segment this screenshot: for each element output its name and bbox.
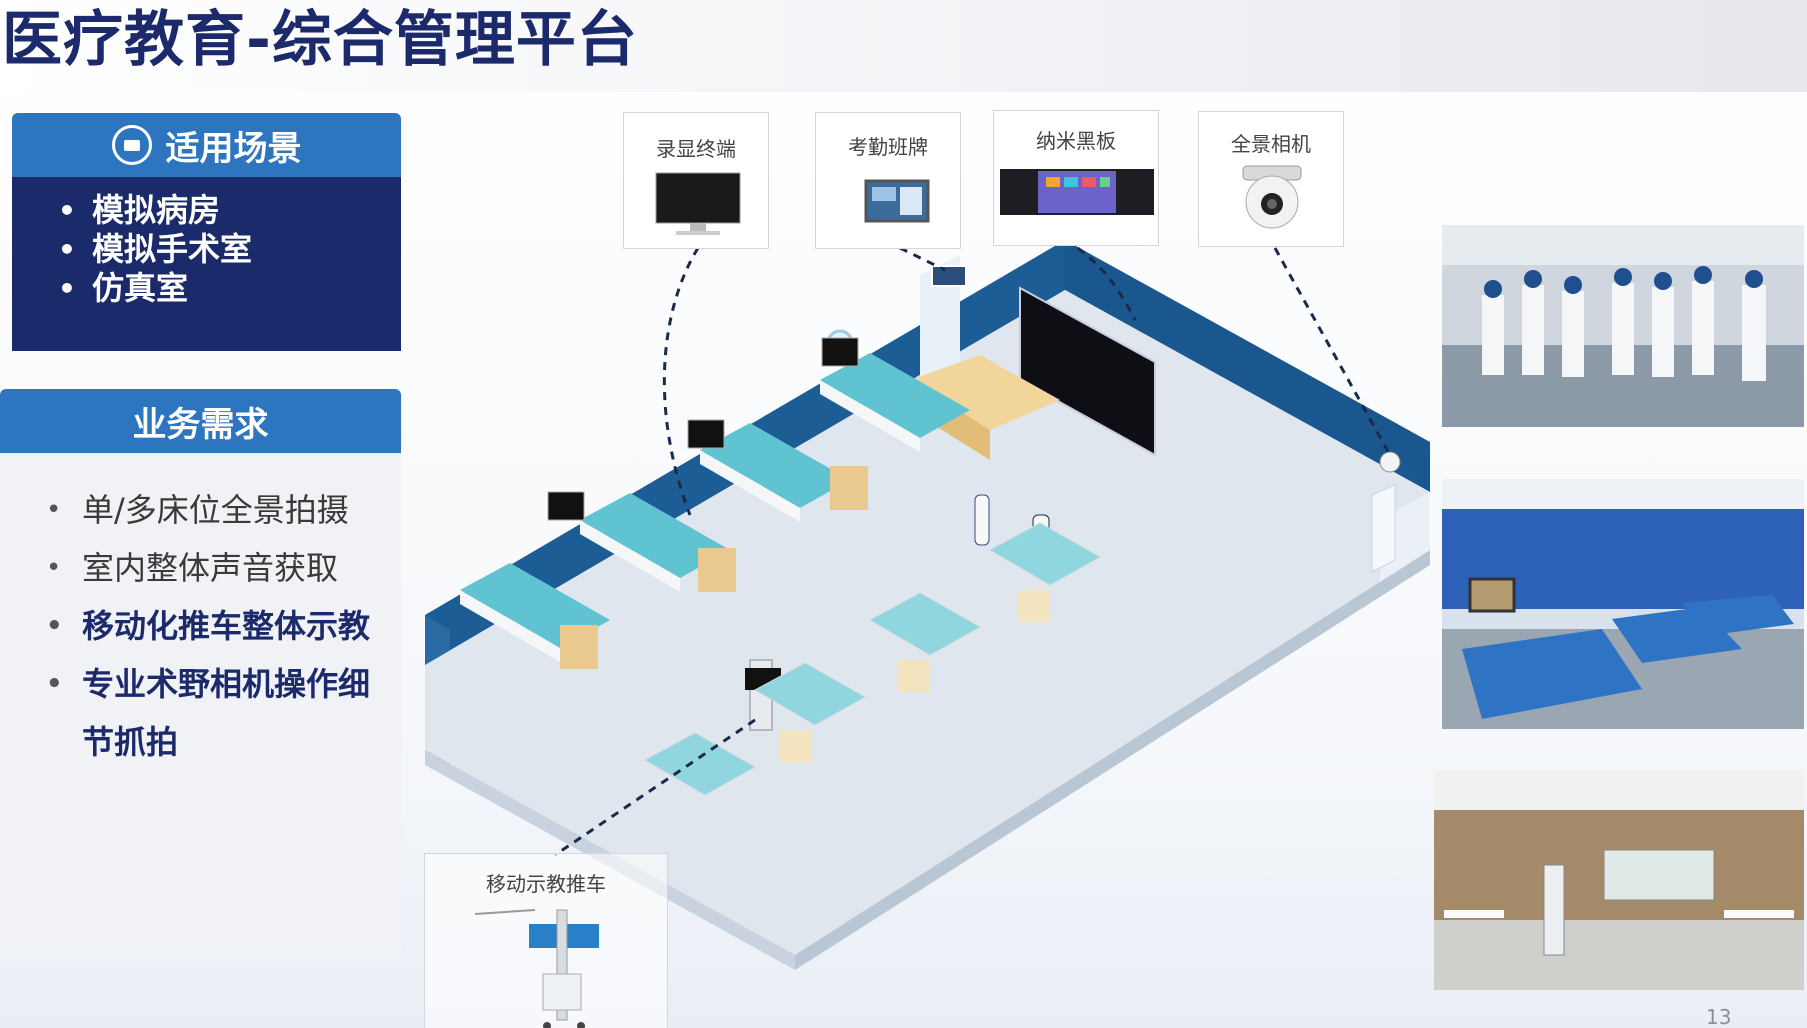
floor-edge-right bbox=[795, 550, 1430, 970]
photo-training-crowd bbox=[1442, 225, 1804, 427]
stool-box bbox=[780, 730, 812, 762]
photo-image bbox=[1442, 225, 1804, 427]
photo-image bbox=[1434, 770, 1804, 990]
wall-monitor bbox=[547, 491, 585, 521]
need-item: 室内整体声音获取 bbox=[46, 539, 382, 597]
connection-lines bbox=[554, 238, 1392, 857]
bed-frame bbox=[580, 520, 680, 592]
link-board bbox=[1064, 238, 1137, 321]
bed-frame bbox=[820, 380, 920, 452]
scenario-list: 模拟病房 模拟手术室 仿真室 bbox=[58, 191, 252, 308]
device-attendance-box: 考勤班牌 bbox=[815, 112, 961, 249]
device-label: 录显终端 bbox=[656, 137, 736, 161]
needs-heading: 业务需求 bbox=[132, 404, 269, 445]
monitor-icon bbox=[655, 172, 741, 235]
nightstand bbox=[698, 548, 736, 592]
device-camera-box: 全景相机 bbox=[1198, 111, 1344, 247]
cart-icon bbox=[474, 909, 599, 1028]
device-label: 移动示教推车 bbox=[486, 872, 606, 896]
scenario-panel: 模拟病房 模拟手术室 仿真室 bbox=[12, 177, 401, 351]
device-label: 考勤班牌 bbox=[848, 135, 928, 159]
bed-frame bbox=[460, 590, 560, 662]
need-item: 单/多床位全景拍摄 bbox=[46, 481, 382, 539]
attendance-screen bbox=[931, 265, 967, 287]
station bbox=[868, 592, 982, 656]
person bbox=[974, 494, 990, 546]
needs-list: 单/多床位全景拍摄 室内整体声音获取 移动化推车整体示教 专业术野相机操作细节抓… bbox=[46, 481, 382, 771]
page-title: 医疗教育-综合管理平台 bbox=[2, 5, 638, 75]
station bbox=[643, 732, 757, 796]
cabinet bbox=[1371, 484, 1396, 573]
link-monitor bbox=[662, 247, 700, 516]
nightstand bbox=[560, 625, 598, 669]
screen-icon bbox=[111, 125, 152, 165]
bed bbox=[700, 423, 850, 508]
nano-board-screen bbox=[1019, 286, 1156, 457]
need-item: 移动化推车整体示教 bbox=[46, 597, 382, 655]
door bbox=[920, 255, 960, 392]
classroom-illustration bbox=[425, 238, 1430, 970]
scenario-item: 模拟手术室 bbox=[58, 230, 252, 269]
scenario-item: 模拟病房 bbox=[58, 191, 252, 230]
photo-image bbox=[1442, 479, 1804, 729]
wall-monitor bbox=[821, 337, 859, 367]
photo-simulation-room bbox=[1434, 770, 1804, 990]
title-bar: 医疗教育-综合管理平台 bbox=[0, 0, 1807, 92]
wall-monitor bbox=[687, 419, 725, 449]
surgery-stations bbox=[643, 522, 1102, 796]
link-camera bbox=[1273, 247, 1392, 456]
nano-board-icon bbox=[1000, 169, 1154, 215]
device-cart-box: 移动示教推车 bbox=[424, 853, 668, 1028]
camera-icon bbox=[1242, 165, 1302, 229]
table-top bbox=[910, 355, 1060, 430]
back-wall-right bbox=[1065, 240, 1430, 492]
need-item: 专业术野相机操作细节抓拍 bbox=[46, 655, 382, 771]
device-monitor-box: 录显终端 bbox=[623, 112, 769, 249]
attendance-icon bbox=[864, 179, 930, 223]
page-number: 13 bbox=[1706, 1005, 1732, 1028]
stool-box bbox=[898, 660, 930, 692]
needs-header: 业务需求 bbox=[0, 389, 401, 453]
stool-box bbox=[1018, 590, 1050, 622]
needs-panel: 单/多床位全景拍摄 室内整体声音获取 移动化推车整体示教 专业术野相机操作细节抓… bbox=[0, 453, 401, 958]
link-cart bbox=[554, 718, 756, 857]
photo-operating-room bbox=[1442, 479, 1804, 729]
device-label: 全景相机 bbox=[1231, 132, 1311, 156]
scenario-item: 仿真室 bbox=[58, 269, 252, 308]
device-board-box: 纳米黑板 bbox=[993, 110, 1159, 246]
camera-dot bbox=[1379, 451, 1401, 473]
station bbox=[988, 522, 1102, 586]
station bbox=[753, 662, 867, 726]
scenario-heading: 适用场景 bbox=[165, 128, 302, 169]
bed bbox=[580, 493, 730, 578]
nightstand bbox=[830, 466, 868, 510]
bed-frame bbox=[700, 450, 800, 522]
scenario-header: 适用场景 bbox=[12, 113, 401, 177]
bed bbox=[820, 353, 970, 438]
device-label: 纳米黑板 bbox=[1036, 129, 1116, 153]
